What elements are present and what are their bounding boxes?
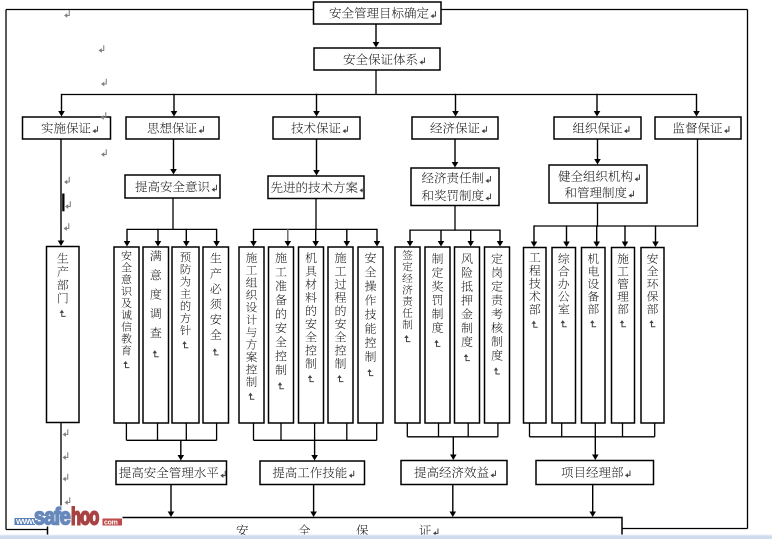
svg-text:safe: safe <box>34 503 71 530</box>
svg-text:hoo: hoo <box>71 503 99 530</box>
svg-text:WWW: WWW <box>16 517 37 526</box>
svg-text:com: com <box>104 519 118 526</box>
